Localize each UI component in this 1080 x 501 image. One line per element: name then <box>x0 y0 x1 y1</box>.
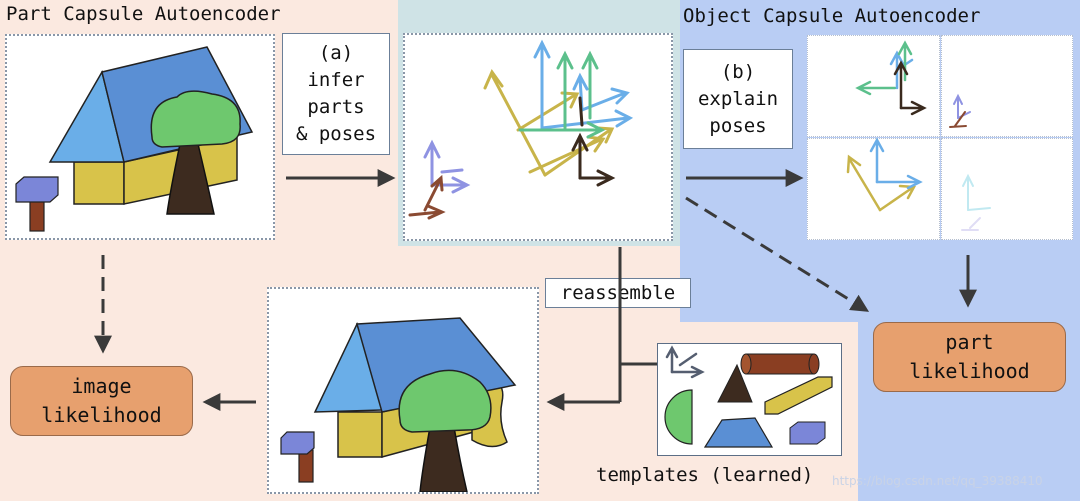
inferred-poses-graphic <box>408 39 634 220</box>
pose-green-1 <box>518 50 606 139</box>
arrow-poses-to-part-likelihood <box>685 196 870 312</box>
pose-blue-1 <box>533 39 634 130</box>
infer-line-1: (a) <box>318 42 354 64</box>
input-image-panel <box>5 34 275 240</box>
explain-poses-label: (b) explain poses <box>683 49 793 149</box>
object-capsule-4-poses <box>961 173 991 231</box>
inferred-poses-panel <box>403 33 673 241</box>
object-capsule-3 <box>807 138 940 240</box>
house-scene-graphic <box>15 46 254 232</box>
pose-brown-small <box>408 174 446 220</box>
templates-label: templates (learned) <box>596 464 814 486</box>
tree-top <box>150 90 241 148</box>
template-cube <box>789 421 826 445</box>
template-shapes <box>664 345 833 448</box>
template-pose-icon <box>665 345 705 379</box>
template-half-circle <box>664 389 693 445</box>
infer-parts-label: (a) infer parts & poses <box>282 33 390 155</box>
reassembled-tree-trunk <box>419 426 468 492</box>
object-capsule-2 <box>941 35 1073 137</box>
reassembled-house-graphic <box>280 317 517 492</box>
explain-line-2: explain <box>697 87 779 110</box>
infer-line-2: infer <box>307 69 365 91</box>
explain-line-1: (b) <box>720 60 756 83</box>
reassembled-tree-top <box>398 369 492 433</box>
template-wall-block <box>764 376 833 415</box>
image-likelihood-box: image likelihood <box>10 366 193 436</box>
part-likelihood-line-2: likelihood <box>909 359 1030 383</box>
pose-dark-1 <box>571 96 616 187</box>
object-capsule-4 <box>941 138 1073 240</box>
infer-line-3: parts <box>307 96 365 118</box>
infer-line-4: & poses <box>295 123 377 145</box>
part-likelihood-box: part likelihood <box>873 322 1066 392</box>
hammer-head <box>15 176 59 203</box>
reassemble-label: reassemble <box>545 278 691 308</box>
reassembled-image-panel <box>267 287 539 494</box>
object-capsule-2-poses <box>949 93 971 128</box>
part-autoencoder-title: Part Capsule Autoencoder <box>6 3 281 25</box>
watermark: https://blog.csdn.net/qq_39388410 <box>832 474 1043 488</box>
object-autoencoder-title: Object Capsule Autoencoder <box>683 5 981 27</box>
template-cylinder <box>740 353 820 375</box>
image-likelihood-line-1: image <box>71 374 132 398</box>
template-cone <box>717 363 753 403</box>
object-capsule-1-poses <box>855 40 927 116</box>
explain-line-3: poses <box>709 114 767 137</box>
flow-arrows <box>94 169 977 411</box>
tree-trunk <box>166 143 215 215</box>
part-likelihood-line-1: part <box>945 330 994 354</box>
pose-olive-2 <box>528 135 606 174</box>
template-trapezoid <box>703 417 774 448</box>
object-capsule-3-poses <box>846 137 923 212</box>
image-likelihood-line-2: likelihood <box>41 403 162 427</box>
object-capsule-1 <box>807 35 940 137</box>
reassembled-hammer-head <box>280 431 315 455</box>
